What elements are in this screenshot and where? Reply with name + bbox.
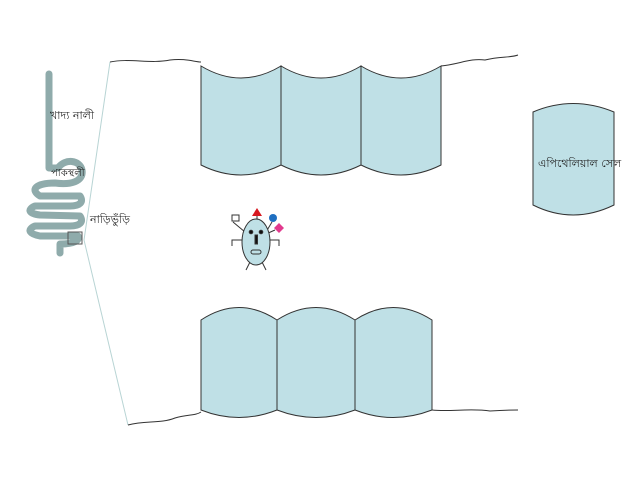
cell — [276, 307, 356, 418]
label-esophagus: খাদ্য নালী — [50, 109, 94, 122]
tissue-boundary — [109, 54, 519, 426]
cell — [200, 307, 278, 418]
cell — [354, 307, 433, 418]
label-epithelial-cell: এপিথেলিয়াল সেল — [538, 157, 622, 170]
triangle-icon — [252, 208, 262, 216]
cell — [280, 65, 362, 176]
cell — [360, 65, 442, 176]
square-icon — [231, 214, 240, 222]
single-epithelial-cell — [532, 103, 615, 216]
top-epithelial-cells — [200, 65, 442, 176]
circle-icon — [269, 214, 277, 222]
zoom-lines — [83, 61, 129, 426]
zoom-box — [67, 231, 83, 245]
cell — [200, 65, 282, 176]
label-stomach: পাকস্থলী — [51, 168, 85, 179]
microbe-character — [231, 208, 284, 271]
bottom-epithelial-cells — [200, 307, 433, 418]
diamond-icon — [274, 223, 284, 233]
label-intestine: নাড়িভুঁড়ি — [90, 213, 130, 226]
digestive-tract — [26, 70, 86, 257]
